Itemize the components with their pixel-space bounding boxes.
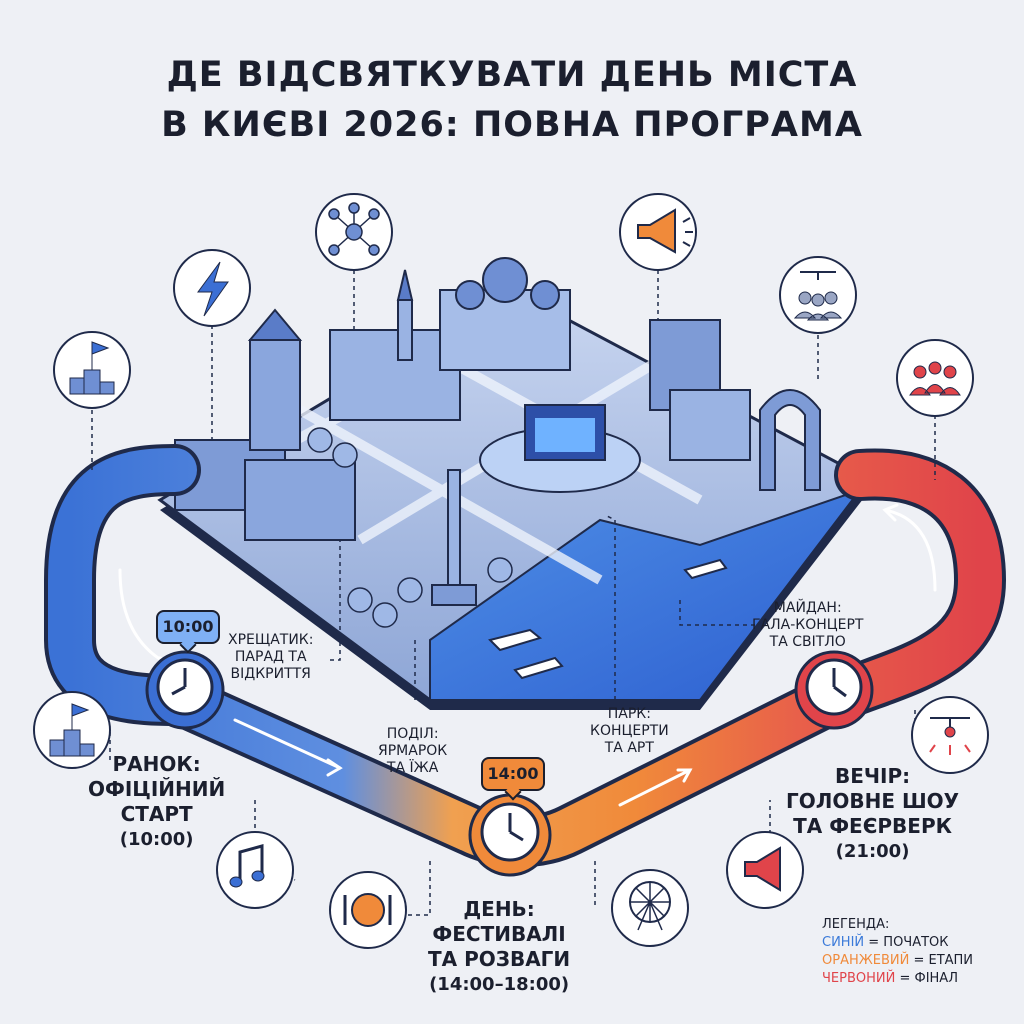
music-notes-icon — [216, 831, 294, 909]
stage-label: РАНОК: — [112, 752, 201, 776]
location-name: ПАРК: — [607, 706, 651, 722]
clock-day — [468, 793, 552, 877]
megaphone-icon-lower — [726, 831, 804, 909]
crowd-icon — [896, 339, 974, 417]
legend-meaning: = ПОЧАТОК — [864, 935, 949, 950]
title-line-2: В КИЄВІ 2026: ПОВНА ПРОГРАМА — [161, 105, 863, 145]
stage-label: ТА ФЕЄРВЕРК — [793, 814, 952, 838]
stage-evening: ВЕЧІР: ГОЛОВНЕ ШОУ ТА ФЕЄРВЕРК (21:00) — [786, 764, 959, 864]
location-khreshchatyk: ХРЕЩАТИК: ПАРАД ТА ВІДКРИТТЯ — [228, 632, 313, 683]
location-desc: ГАЛА-КОНЦЕРТ — [752, 617, 864, 633]
location-maidan: МАЙДАН: ГАЛА-КОНЦЕРТ ТА СВІТЛО — [752, 600, 863, 651]
stage-label: ГОЛОВНЕ ШОУ — [786, 789, 960, 813]
location-name: ПОДІЛ: — [386, 726, 439, 742]
stage-label: ОФІЦІЙНИЙ — [88, 777, 226, 801]
location-name: ХРЕЩАТИК: — [228, 632, 314, 648]
location-desc: ЯРМАРОК — [378, 743, 448, 759]
location-desc: КОНЦЕРТИ — [590, 723, 669, 739]
stage-label: ТА РОЗВАГИ — [428, 947, 571, 971]
flag-podium-icon-lower — [33, 691, 111, 769]
legend-title: ЛЕГЕНДА: — [822, 917, 890, 932]
location-park: ПАРК: КОНЦЕРТИ ТА АРТ — [590, 706, 669, 757]
page-title: ДЕ ВІДСВЯТКУВАТИ ДЕНЬ МІСТА В КИЄВІ 2026… — [0, 50, 1024, 150]
city-platform — [157, 257, 873, 710]
clock-evening — [794, 650, 874, 730]
path-arrows — [118, 503, 937, 807]
stage-morning: РАНОК: ОФІЦІЙНИЙ СТАРТ (10:00) — [88, 752, 225, 852]
concert-stage — [479, 404, 641, 493]
location-name: МАЙДАН: — [773, 600, 842, 616]
title-line-1: ДЕ ВІДСВЯТКУВАТИ ДЕНЬ МІСТА — [166, 55, 858, 95]
stage-label: ДЕНЬ: — [463, 897, 535, 921]
stage-time: (10:00) — [119, 829, 194, 850]
fireworks-drone-icon — [911, 696, 989, 774]
location-desc: ТА СВІТЛО — [769, 634, 846, 650]
stage-time: (21:00) — [835, 841, 910, 862]
legend-meaning: = ЕТАПИ — [909, 953, 974, 968]
legend-row-blue: СИНІЙ = ПОЧАТОК — [822, 934, 973, 952]
arch-monument — [759, 389, 821, 491]
stage-label: ФЕСТИВАЛІ — [432, 922, 566, 946]
drone-crowd-icon — [779, 256, 857, 334]
buildings — [174, 257, 751, 541]
legend-color-word: ЧЕРВОНИЙ — [822, 971, 896, 986]
network-icon — [315, 193, 393, 271]
legend-meaning: = ФІНАЛ — [895, 971, 958, 986]
legend-color-word: ОРАНЖЕВИЙ — [822, 953, 910, 968]
boats — [488, 558, 728, 680]
trees — [307, 427, 513, 628]
stage-time: (14:00–18:00) — [429, 974, 570, 995]
ferris-wheel-icon — [611, 869, 689, 947]
megaphone-icon — [619, 193, 697, 271]
time-badge-morning: 10:00 — [156, 610, 220, 644]
independence-column — [431, 469, 477, 606]
legend-color-word: СИНІЙ — [822, 935, 865, 950]
location-desc: ВІДКРИТТЯ — [230, 666, 311, 682]
location-desc: ТА АРТ — [604, 740, 654, 756]
location-desc: ПАРАД ТА — [234, 649, 307, 665]
flag-podium-icon — [53, 331, 131, 409]
lightning-icon — [173, 249, 251, 327]
stage-label: ВЕЧІР: — [834, 764, 911, 788]
time-badge-day: 14:00 — [481, 757, 545, 791]
legend-row-red: ЧЕРВОНИЙ = ФІНАЛ — [822, 970, 973, 988]
plate-cutlery-icon — [329, 871, 407, 949]
clock-morning — [145, 650, 225, 730]
location-desc: ТА ЇЖА — [386, 760, 439, 776]
legend-row-orange: ОРАНЖЕВИЙ = ЕТАПИ — [822, 952, 973, 970]
stage-label: СТАРТ — [120, 802, 193, 826]
stage-day: ДЕНЬ: ФЕСТИВАЛІ ТА РОЗВАГИ (14:00–18:00) — [428, 897, 570, 997]
location-podil: ПОДІЛ: ЯРМАРОК ТА ЇЖА — [378, 726, 447, 777]
legend: ЛЕГЕНДА: СИНІЙ = ПОЧАТОК ОРАНЖЕВИЙ = ЕТА… — [822, 916, 973, 988]
